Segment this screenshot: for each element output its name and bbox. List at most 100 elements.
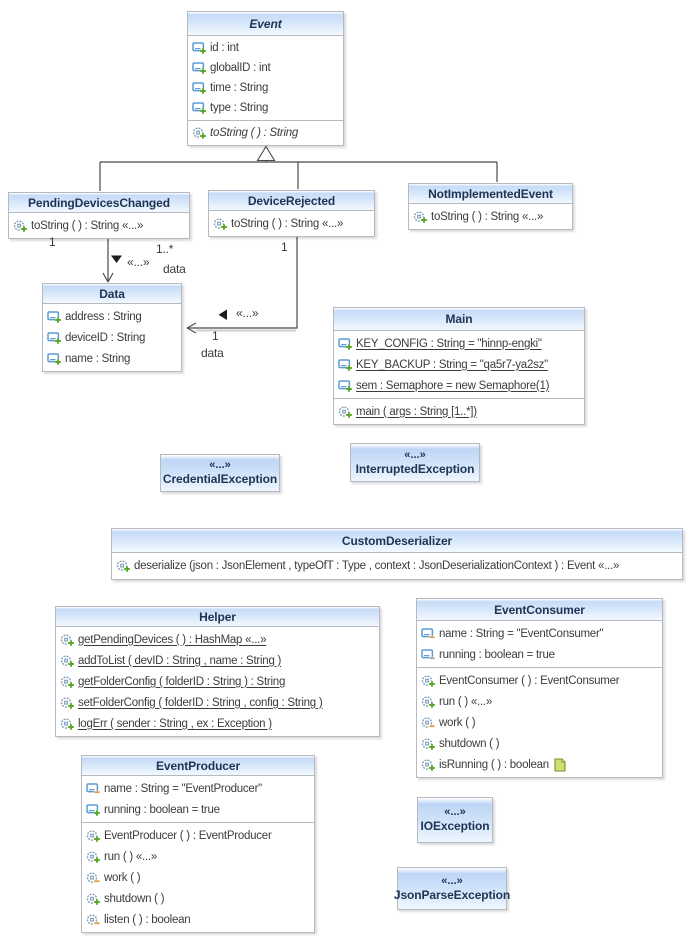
method-protected-icon: [86, 871, 100, 883]
generalization-triangle-icon[interactable]: [256, 145, 276, 162]
method-row[interactable]: shutdown ( ): [417, 733, 662, 754]
class-title[interactable]: Helper: [56, 607, 379, 627]
field-row[interactable]: address : String: [43, 306, 181, 327]
method-signature: shutdown ( ): [104, 892, 165, 905]
method-row[interactable]: deserialize (json : JsonElement , typeOf…: [112, 555, 682, 577]
method-row[interactable]: logErr ( sender : String , ex : Exceptio…: [56, 713, 379, 734]
pdc-data-from-multiplicity[interactable]: 1: [49, 235, 56, 249]
class-title[interactable]: Data: [43, 284, 181, 304]
method-row[interactable]: setFolderConfig ( folderID : String , co…: [56, 692, 379, 713]
field-public-icon: [47, 310, 61, 323]
class-title[interactable]: DeviceRejected: [209, 191, 374, 211]
class-title: CredentialException: [162, 472, 278, 486]
association-dr-data-arrowhead-icon: [186, 322, 197, 334]
field-row[interactable]: running : boolean = true: [82, 799, 314, 820]
class-title: JsonParseException: [393, 887, 511, 902]
field-row[interactable]: running : boolean = true: [417, 644, 662, 665]
methods-section: deserialize (json : JsonElement , typeOf…: [112, 553, 682, 579]
method-row[interactable]: addToList ( devID : String , name : Stri…: [56, 650, 379, 671]
class-devicerejected[interactable]: DeviceRejected toString ( ) : String «...…: [208, 190, 375, 237]
field-package-icon: [421, 648, 435, 659]
fields-section: KEY_CONFIG : String = "hinnp-engki" KEY_B…: [334, 331, 584, 398]
pdc-data-role-name[interactable]: data: [163, 262, 186, 276]
class-title[interactable]: EventProducer: [82, 756, 314, 776]
method-public-icon: [421, 695, 435, 708]
class-title[interactable]: EventConsumer: [417, 599, 662, 621]
method-signature: addToList ( devID : String , name : Stri…: [78, 654, 282, 667]
dr-data-stereotype[interactable]: «...»: [236, 306, 259, 320]
association-dr-data-line[interactable]: [188, 237, 298, 329]
field-row[interactable]: name : String = "EventProducer": [82, 778, 314, 799]
method-public-icon: [421, 758, 435, 771]
class-interruptedexception[interactable]: «...»InterruptedException: [350, 443, 480, 482]
methods-section: toString ( ) : String «...»: [409, 204, 572, 229]
pdc-data-stereotype[interactable]: «...»: [127, 255, 150, 269]
method-public-icon: [413, 210, 427, 223]
method-row[interactable]: isRunning ( ) : boolean: [417, 754, 662, 775]
method-row[interactable]: run ( ) «...»: [417, 691, 662, 712]
class-title: InterruptedException: [355, 461, 475, 476]
class-ioexception[interactable]: «...»IOException: [417, 797, 493, 843]
method-row[interactable]: toString ( ) : String: [188, 123, 343, 143]
field-row[interactable]: type : String: [188, 98, 343, 118]
method-row[interactable]: toString ( ) : String «...»: [409, 206, 572, 227]
dr-data-to-multiplicity[interactable]: 1: [212, 329, 219, 343]
method-row[interactable]: shutdown ( ): [82, 888, 314, 909]
field-public-icon: [192, 62, 206, 74]
dr-data-from-multiplicity[interactable]: 1: [281, 240, 288, 254]
method-signature: getFolderConfig ( folderID : String ) : …: [78, 675, 286, 688]
class-title[interactable]: Event: [188, 12, 343, 36]
association-dr-direction-indicator-icon: [218, 309, 227, 320]
methods-section: getPendingDevices ( ) : HashMap «...» add…: [56, 627, 379, 736]
association-pdc-data-arrowhead-icon: [102, 272, 114, 283]
method-signature: setFolderConfig ( folderID : String , co…: [78, 696, 323, 709]
class-title[interactable]: NotImplementedEvent: [409, 184, 572, 204]
field-row[interactable]: globalID : int: [188, 58, 343, 78]
class-customdeserializer[interactable]: CustomDeserializer deserialize (json : Js…: [111, 528, 683, 580]
method-row[interactable]: EventConsumer ( ) : EventConsumer: [417, 670, 662, 691]
method-signature: toString ( ) : String «...»: [231, 217, 344, 230]
field-row[interactable]: name : String: [43, 348, 181, 369]
fields-section: name : String = "EventConsumer"running :…: [417, 621, 662, 667]
method-protected-icon: [421, 716, 435, 728]
field-row[interactable]: sem : Semaphore = new Semaphore(1): [334, 375, 584, 396]
field-signature: globalID : int: [210, 62, 271, 74]
class-title[interactable]: CustomDeserializer: [112, 529, 682, 553]
method-signature: deserialize (json : JsonElement , typeOf…: [134, 560, 620, 572]
class-credentialexception[interactable]: «...»CredentialException: [160, 454, 280, 492]
method-row[interactable]: getPendingDevices ( ) : HashMap «...»: [56, 629, 379, 650]
field-signature: KEY_CONFIG : String = "hinnp-engki": [356, 337, 542, 350]
method-row[interactable]: toString ( ) : String «...»: [9, 215, 189, 236]
method-row[interactable]: main ( args : String [1..*]): [334, 401, 584, 422]
class-stereotype: «...»: [444, 806, 466, 818]
class-jsonparseexception[interactable]: «...»JsonParseException: [393, 867, 511, 910]
dr-data-role-name[interactable]: data: [201, 346, 224, 360]
field-row[interactable]: KEY_BACKUP : String = "qa5r7-ya2sz": [334, 354, 584, 375]
method-row[interactable]: getFolderConfig ( folderID : String ) : …: [56, 671, 379, 692]
field-row[interactable]: deviceID : String: [43, 327, 181, 348]
method-row[interactable]: EventProducer ( ) : EventProducer: [82, 825, 314, 846]
field-row[interactable]: id : int: [188, 38, 343, 58]
method-row[interactable]: toString ( ) : String «...»: [209, 213, 374, 234]
method-public-icon: [60, 654, 74, 667]
method-row[interactable]: work ( ): [82, 867, 314, 888]
method-row[interactable]: work ( ): [417, 712, 662, 733]
field-row[interactable]: name : String = "EventConsumer": [417, 623, 662, 644]
field-row[interactable]: KEY_CONFIG : String = "hinnp-engki": [334, 333, 584, 354]
class-title[interactable]: Main: [334, 308, 584, 331]
method-row[interactable]: run ( ) «...»: [82, 846, 314, 867]
class-title[interactable]: PendingDevicesChanged: [9, 193, 189, 213]
field-row[interactable]: time : String: [188, 78, 343, 98]
pdc-data-to-multiplicity[interactable]: 1..*: [156, 242, 174, 256]
method-row[interactable]: listen ( ) : boolean: [82, 909, 314, 930]
